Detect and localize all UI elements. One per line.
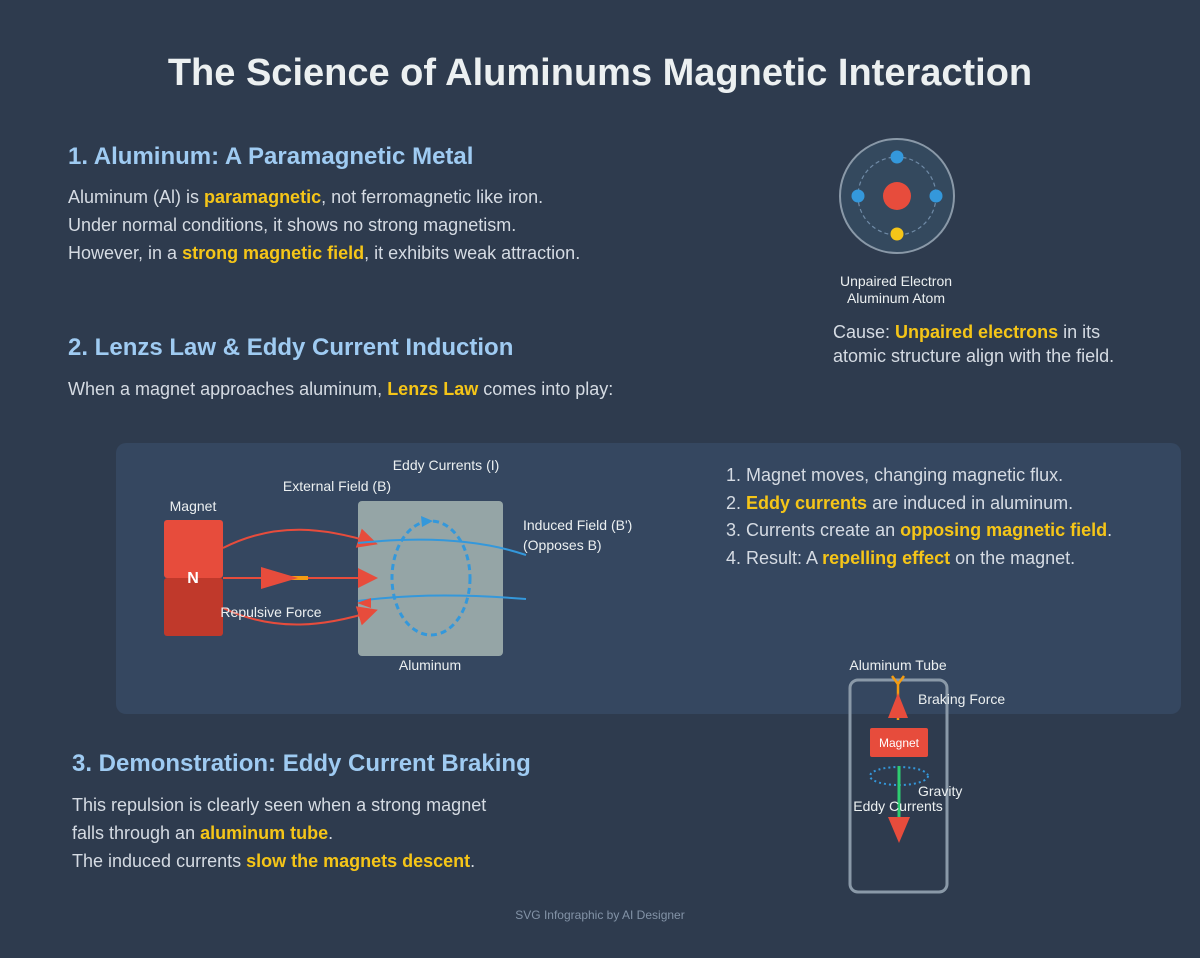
highlight-eddy-currents: Eddy currents bbox=[746, 492, 868, 513]
aluminum-tube bbox=[848, 678, 949, 894]
section2-intro-line: When a magnet approaches aluminum, Lenzs… bbox=[68, 375, 613, 403]
cause-line1: Cause: Unpaired electrons in its bbox=[833, 320, 1114, 344]
aluminum-label: Aluminum bbox=[399, 657, 461, 673]
step-item: 1. Magnet moves, changing magnetic flux. bbox=[726, 462, 1112, 490]
opposing-arrowhead bbox=[357, 598, 371, 608]
eddy-currents-label: Eddy Currents (I) bbox=[393, 457, 500, 473]
braking-force-label: Braking Force bbox=[918, 691, 1005, 707]
eddy-current-diagram: N Magnet Eddy Currents (I) External Fiel… bbox=[164, 457, 632, 673]
section2-intro: When a magnet approaches aluminum, Lenzs… bbox=[68, 375, 613, 403]
footer-credit: SVG Infographic by AI Designer bbox=[515, 908, 685, 922]
highlight-unpaired-electrons: Unpaired electrons bbox=[895, 322, 1059, 342]
repulsive-force-arrowhead bbox=[261, 567, 298, 589]
text-segment: 1. Magnet moves, changing magnetic flux. bbox=[726, 465, 1064, 485]
text-segment: comes into play: bbox=[478, 379, 614, 399]
section1-text: Aluminum (Al) is paramagnetic, not ferro… bbox=[68, 183, 580, 267]
gravity-label: Gravity bbox=[918, 783, 962, 799]
induced-field-line bbox=[357, 538, 527, 556]
highlight-opposing-field: opposing magnetic field bbox=[900, 520, 1108, 540]
section3-heading: 3. Demonstration: Eddy Current Braking bbox=[72, 750, 531, 777]
cause-line2: atomic structure align with the field. bbox=[833, 346, 1115, 366]
text-segment: Cause: bbox=[833, 322, 896, 342]
gravity-arrowhead bbox=[888, 817, 910, 843]
atom-label-2: Aluminum Atom bbox=[847, 290, 945, 306]
text-segment: When a magnet approaches aluminum, bbox=[68, 379, 388, 399]
aluminum-tube-diagram: Magnet Aluminum Tube Braking Force Gravi… bbox=[848, 657, 1005, 894]
eddy-current-loop bbox=[390, 519, 472, 637]
highlight-strong-field: strong magnetic field bbox=[182, 243, 365, 263]
external-field-line bbox=[222, 606, 378, 626]
unpaired-electron bbox=[890, 227, 904, 241]
braking-force-arrowhead bbox=[888, 693, 908, 718]
tube-label: Aluminum Tube bbox=[849, 657, 946, 673]
text-segment: Aluminum (Al) is bbox=[68, 187, 205, 207]
text-segment: . bbox=[1107, 520, 1113, 540]
highlight-lenzs-law: Lenzs Law bbox=[387, 379, 479, 399]
section1-heading: 1. Aluminum: A Paramagnetic Metal bbox=[68, 143, 474, 170]
steps-list: 1. Magnet moves, changing magnetic flux.… bbox=[726, 462, 1112, 572]
section3-line3: The induced currents slow the magnets de… bbox=[72, 847, 486, 875]
text-segment: 3. Currents create an bbox=[726, 520, 901, 540]
page-title: The Science of Aluminums Magnetic Intera… bbox=[167, 52, 1033, 94]
text-segment: However, in a bbox=[68, 243, 183, 263]
cause-text: Cause: Unpaired electrons in its atomic … bbox=[833, 320, 1114, 368]
step-item: 4. Result: A repelling effect on the mag… bbox=[726, 545, 1112, 573]
aluminum-plate bbox=[358, 501, 503, 656]
text-segment: on the magnet. bbox=[950, 547, 1076, 568]
text-segment: 2. bbox=[726, 492, 747, 513]
section3-line1: This repulsion is clearly seen when a st… bbox=[72, 795, 487, 815]
induced-field-note: (Opposes B) bbox=[523, 537, 602, 553]
magnet-label: Magnet bbox=[170, 498, 217, 514]
electron bbox=[929, 189, 943, 203]
falling-magnet-label: Magnet bbox=[879, 736, 920, 750]
section1-line3: However, in a strong magnetic field, it … bbox=[68, 239, 580, 267]
electron bbox=[890, 150, 904, 164]
text-segment: , it exhibits weak attraction. bbox=[364, 243, 581, 263]
braking-force-tail bbox=[891, 675, 905, 687]
external-field-label: External Field (B) bbox=[283, 478, 391, 494]
text-segment: 4. Result: A bbox=[726, 547, 823, 568]
section3-line2: falls through an aluminum tube. bbox=[72, 819, 486, 847]
eddy-current-arrowhead bbox=[421, 516, 433, 527]
atom-label-1: Unpaired Electron bbox=[840, 273, 952, 289]
section1-line1: Aluminum (Al) is paramagnetic, not ferro… bbox=[68, 183, 580, 211]
text-segment: are induced in aluminum. bbox=[867, 492, 1074, 513]
text-segment: . bbox=[470, 851, 476, 871]
text-segment: in its bbox=[1058, 322, 1101, 342]
magnet-pole-label: N bbox=[187, 570, 199, 587]
step-item: 2. Eddy currents are induced in aluminum… bbox=[726, 490, 1112, 518]
atom-nucleus bbox=[883, 182, 911, 210]
step-item: 3. Currents create an opposing magnetic … bbox=[726, 517, 1112, 545]
highlight-repelling-effect: repelling effect bbox=[822, 547, 951, 568]
text-segment: , not ferromagnetic like iron. bbox=[321, 187, 544, 207]
aluminum-atom-diagram: Unpaired Electron Aluminum Atom bbox=[839, 138, 955, 306]
repulsive-force-label: Repulsive Force bbox=[220, 604, 321, 620]
magnet-south-half bbox=[164, 578, 223, 636]
text-segment: The induced currents bbox=[72, 851, 247, 871]
section1-line2: Under normal conditions, it shows no str… bbox=[68, 215, 517, 235]
magnet-north-half bbox=[164, 520, 223, 578]
induced-field-line bbox=[357, 594, 527, 602]
electron bbox=[851, 189, 865, 203]
falling-magnet bbox=[870, 728, 928, 757]
eddy-currents-label: Eddy Currents bbox=[853, 798, 942, 814]
highlight-aluminum-tube: aluminum tube bbox=[200, 823, 329, 843]
text-segment: . bbox=[328, 823, 334, 843]
induced-field-label: Induced Field (B') bbox=[523, 517, 632, 533]
section3-text: This repulsion is clearly seen when a st… bbox=[72, 791, 486, 875]
external-field-line bbox=[222, 528, 378, 549]
highlight-paramagnetic: paramagnetic bbox=[204, 187, 322, 207]
text-segment: falls through an bbox=[72, 823, 201, 843]
section2-heading: 2. Lenzs Law & Eddy Current Induction bbox=[68, 334, 514, 361]
highlight-slow-descent: slow the magnets descent bbox=[246, 851, 471, 871]
